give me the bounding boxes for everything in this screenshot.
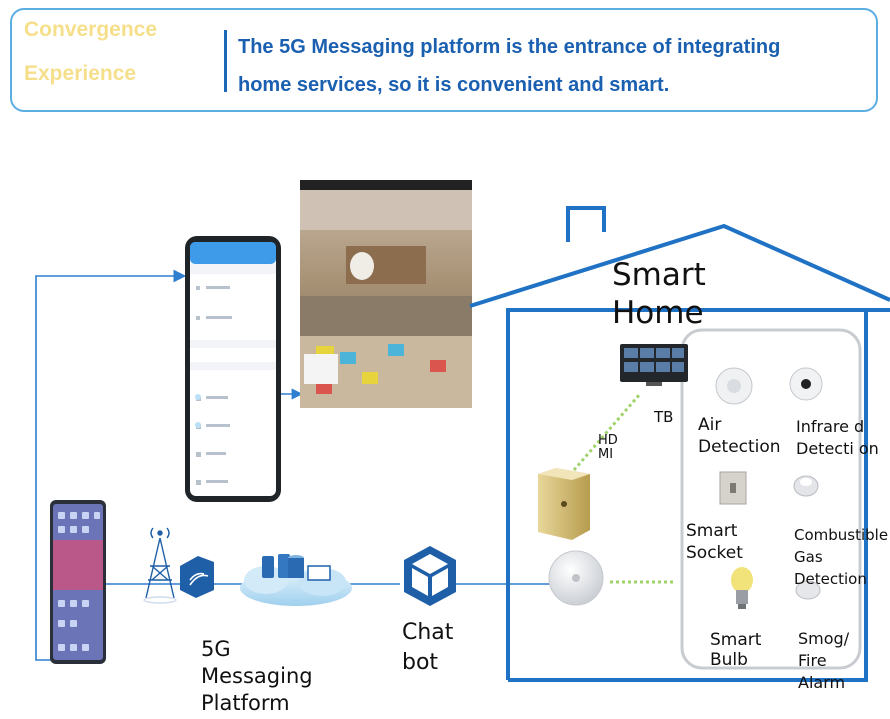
smog-alarm-line2: Fire xyxy=(798,651,827,670)
chatbot-label: Chat bot xyxy=(402,618,453,678)
smog-alarm-line3: Alarm xyxy=(798,673,846,692)
chatbot-icon xyxy=(404,546,456,606)
gas-detection-line1: Combustible xyxy=(794,526,889,544)
smart-socket-line2: Socket xyxy=(686,543,743,563)
smart-bulb-line1: Smart xyxy=(710,630,762,650)
hdmi-link xyxy=(572,393,642,471)
infrared-detection-label: Infrare d Detecti on xyxy=(796,416,879,460)
air-detection-line1: Air xyxy=(698,415,722,435)
smart-bulb-line2: Bulb xyxy=(710,650,748,670)
header-banner xyxy=(10,8,878,112)
wireless-gateway-icon xyxy=(180,556,214,598)
air-detector-icon xyxy=(715,367,753,405)
smog-alarm-icon xyxy=(795,580,821,600)
smart-home-title-line1: Smart xyxy=(612,257,706,293)
smart-socket-line1: Smart xyxy=(686,521,738,541)
smog-alarm-line1: Smog/ xyxy=(798,629,850,648)
gas-detection-line3: Detection xyxy=(794,570,867,588)
smart-bulb-label: Smart Bulb xyxy=(710,630,761,670)
chatbot-label-line2: bot xyxy=(402,650,439,675)
tv-icon xyxy=(620,344,688,386)
smart-hub-icon xyxy=(548,550,604,606)
cell-tower-icon xyxy=(143,527,177,604)
platform-label: 5G Messaging Platform xyxy=(201,636,313,717)
gas-detection-line2: Gas xyxy=(794,548,823,566)
infrared-detection-line1: Infrare d xyxy=(796,417,865,436)
platform-label-line1: 5G xyxy=(201,637,231,661)
gas-detector-icon xyxy=(793,475,819,497)
hdmi-label-line1: HD xyxy=(598,433,618,448)
device-group-frame xyxy=(680,328,862,670)
smart-home-title: Smart Home xyxy=(612,256,706,332)
phone-app-screen xyxy=(185,236,281,502)
house-outline xyxy=(469,206,890,682)
headline-line1: The 5G Messaging platform is the entranc… xyxy=(238,36,781,58)
cloud-server-icon xyxy=(240,554,352,606)
smart-socket-label: Smart Socket xyxy=(686,520,743,564)
infrared-detection-line2: Detecti on xyxy=(796,439,879,458)
infrared-detector-icon xyxy=(789,367,823,401)
smart-bulb-icon xyxy=(731,567,753,609)
chatbot-label-line1: Chat xyxy=(402,620,454,645)
headline-line2: home services, so it is convenient and s… xyxy=(238,74,670,96)
platform-label-line3: Platform xyxy=(201,691,290,715)
phone-home-screen xyxy=(50,500,106,664)
platform-label-line2: Messaging xyxy=(201,664,313,688)
smart-socket-icon xyxy=(719,471,747,505)
banner-headline: The 5G Messaging platform is the entranc… xyxy=(238,28,858,104)
smart-home-title-line2: Home xyxy=(612,295,704,331)
gas-detection-label: Combustible Gas Detection xyxy=(794,524,888,590)
hdmi-label-line2: MI xyxy=(598,447,614,462)
air-detection-label: Air Detection xyxy=(698,414,781,458)
banner-tag-line1: Convergence xyxy=(24,18,158,41)
banner-divider xyxy=(224,30,227,92)
set-top-box-icon xyxy=(538,468,590,540)
smog-alarm-label: Smog/ Fire Alarm xyxy=(798,628,849,694)
air-detection-line2: Detection xyxy=(698,437,781,457)
camera-view-image xyxy=(300,180,472,408)
banner-tag-line2: Experience xyxy=(24,62,137,85)
hdmi-label: HD MI xyxy=(598,434,618,462)
tv-label: TB xyxy=(654,408,674,426)
